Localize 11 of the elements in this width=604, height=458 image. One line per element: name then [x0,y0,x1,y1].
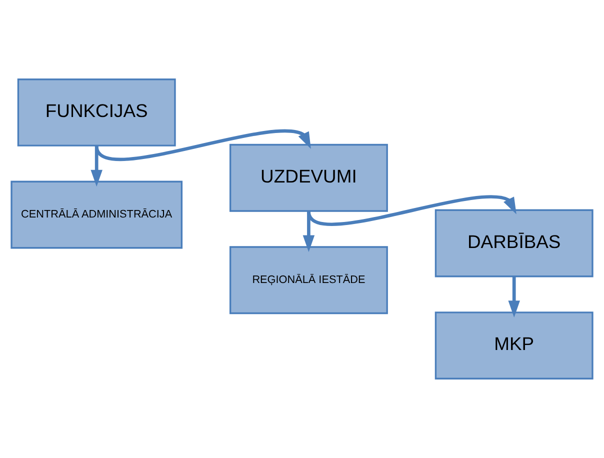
node-box: MKP [434,312,594,380]
node-box: UZDEVUMI [229,144,388,212]
node-box: CENTRĀLĀ ADMINISTRĀCIJA [10,180,183,249]
node-box: DARBĪBAS [434,209,594,278]
arrow [302,211,315,252]
node-box: REĢIONĀLĀ IESTĀDE [229,246,388,314]
arrow [90,146,102,187]
arrow [307,195,516,226]
node-box: FUNKCIJAS [17,78,176,146]
arrow [508,276,520,318]
arrow [95,129,311,161]
